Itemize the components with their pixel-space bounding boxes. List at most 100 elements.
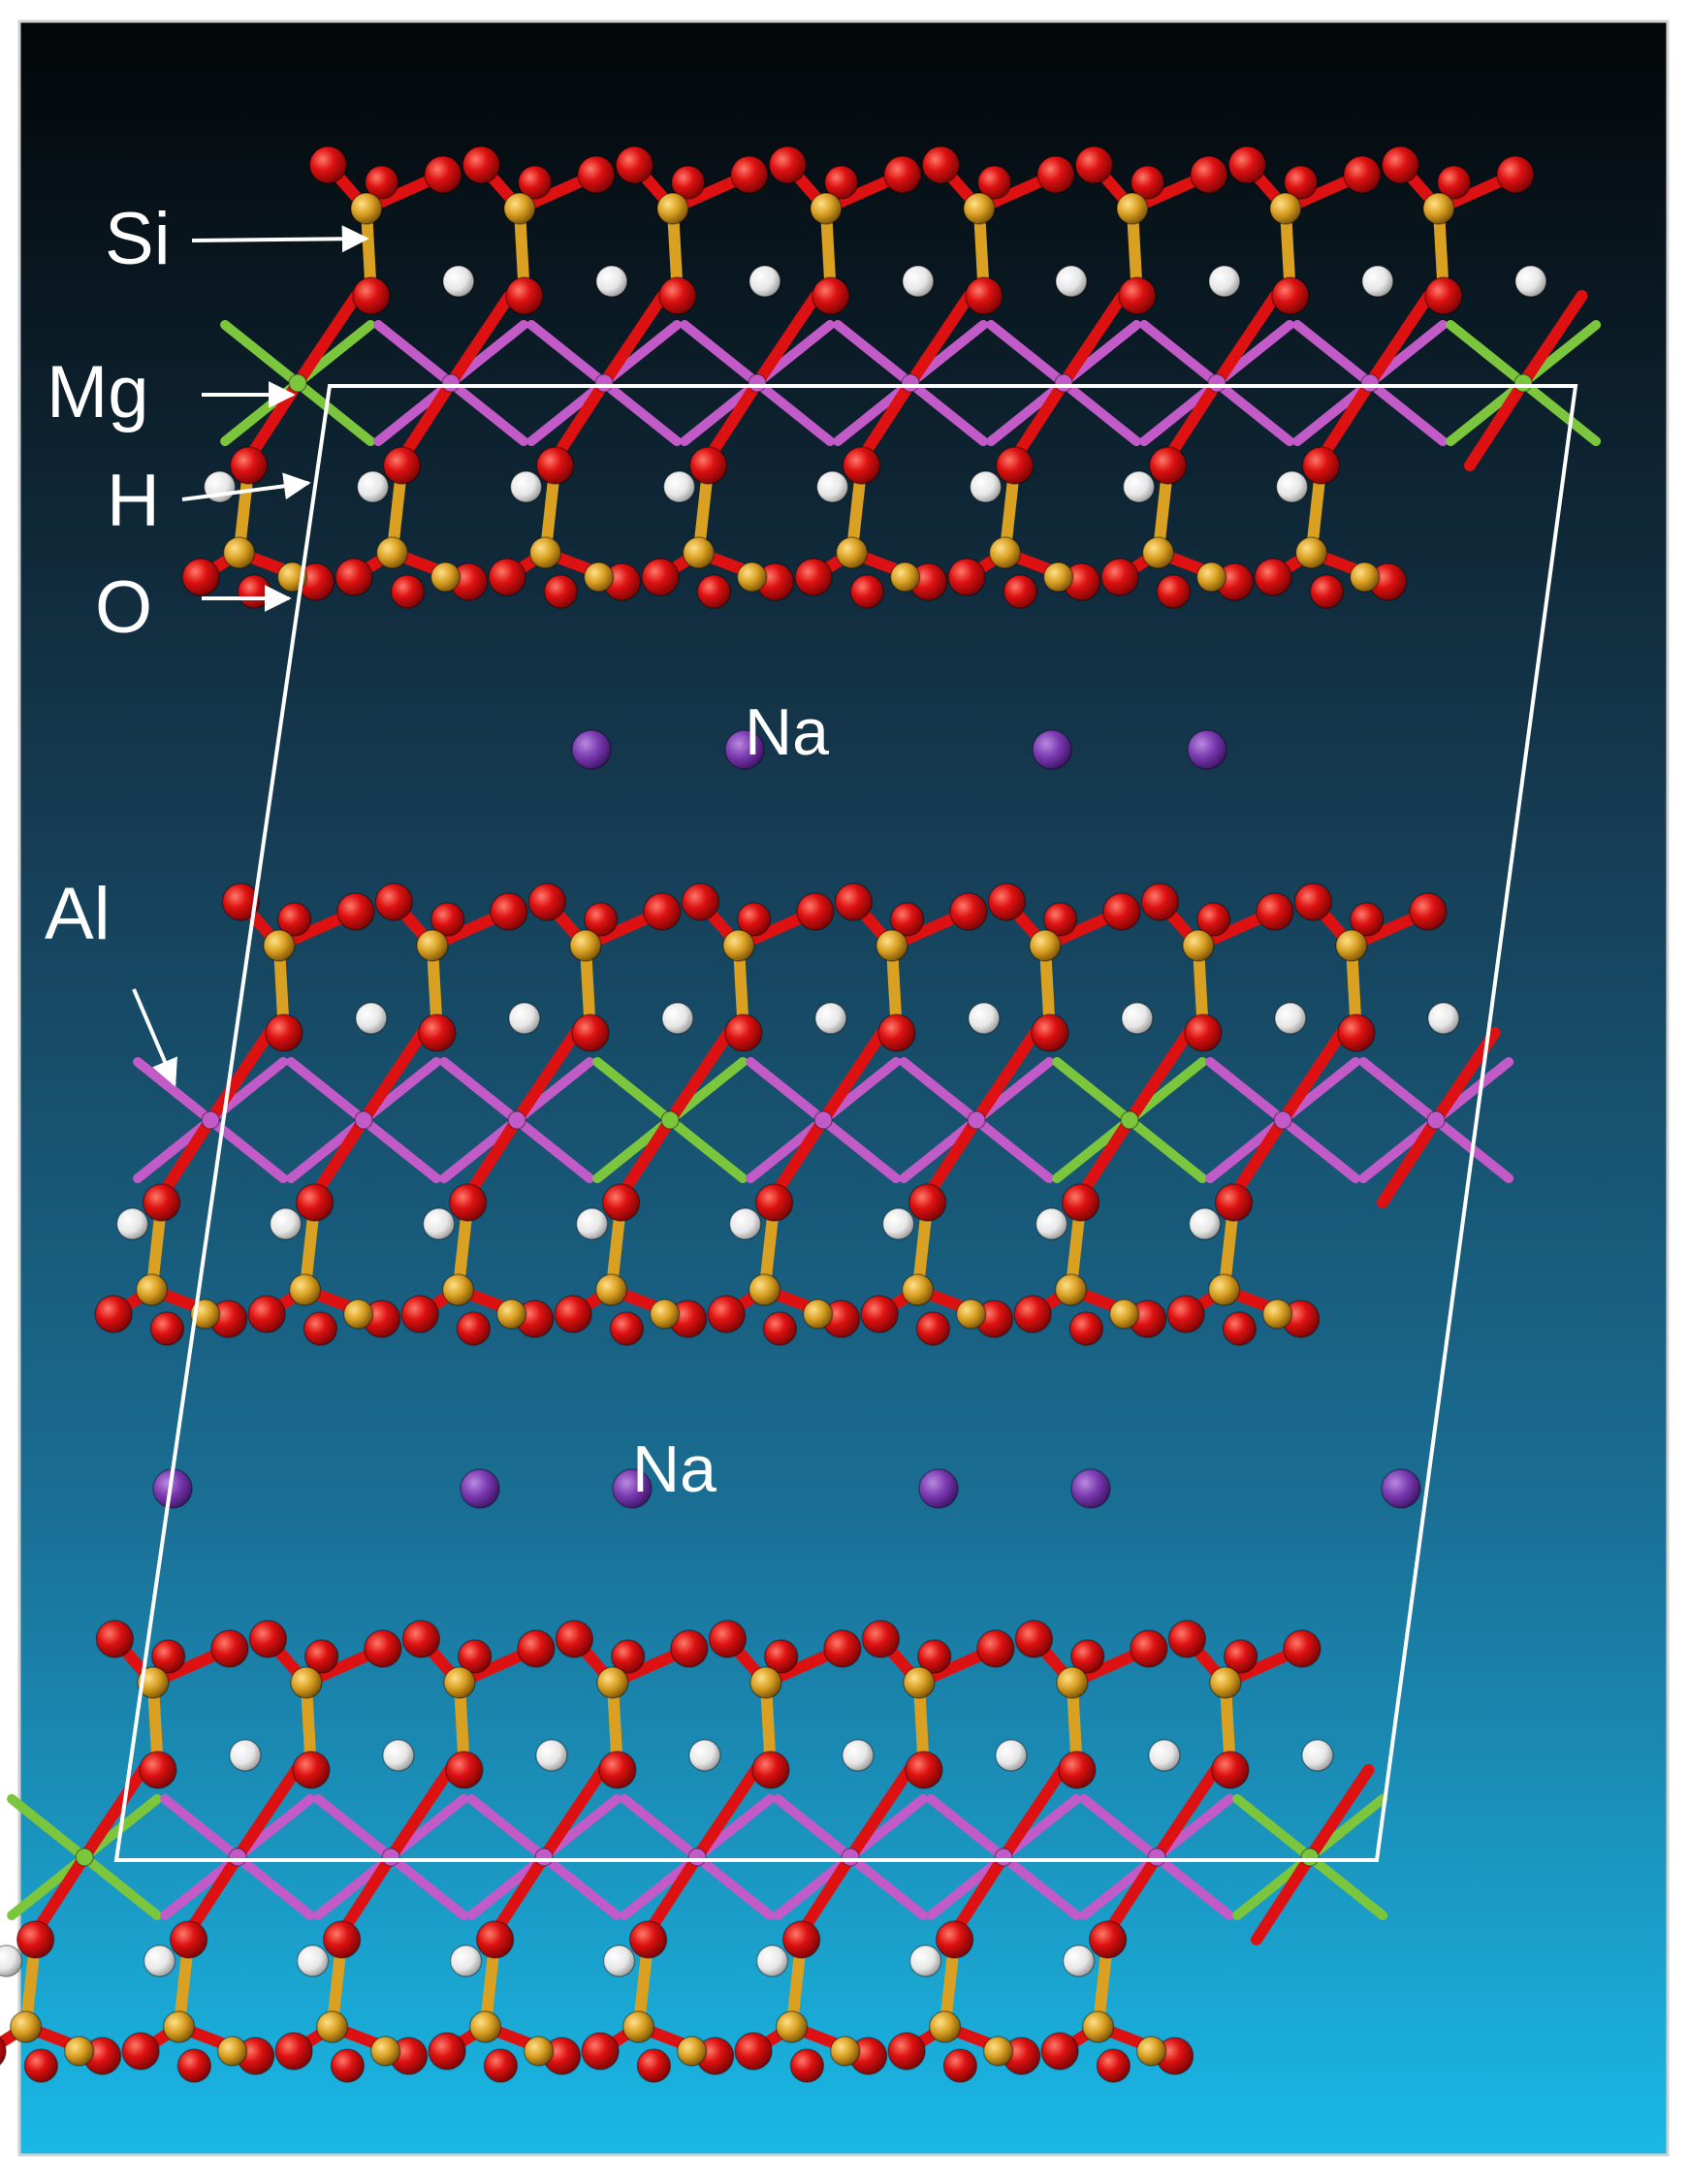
hydrogen-atom: [382, 1739, 415, 1772]
oxygen-atom: [1195, 902, 1231, 937]
oxygen-atom: [1061, 1183, 1100, 1222]
oxygen-atom: [995, 446, 1035, 485]
oxygen-atom: [1036, 155, 1075, 194]
oxygen-atom: [915, 1311, 951, 1346]
hydrogen-atom: [755, 1944, 789, 1977]
hydrogen-atom: [1427, 1002, 1460, 1035]
bond: [773, 1794, 856, 1862]
oxygen-atom: [860, 1295, 899, 1333]
oxygen-atom: [823, 1629, 862, 1668]
oxygen-atom: [303, 1639, 339, 1674]
oxygen-atom: [457, 1639, 493, 1674]
aluminum-atom: [534, 1847, 554, 1867]
oxygen-atom: [149, 1311, 185, 1346]
oxygen-atom: [1031, 1013, 1069, 1052]
bond: [845, 1852, 929, 1920]
hydrogen-atom: [1274, 1002, 1307, 1035]
oxygen-atom: [1058, 1750, 1097, 1789]
hydrogen-atom: [815, 470, 849, 503]
hydrogen-atom: [422, 1207, 456, 1240]
silicon-atom: [594, 1273, 628, 1306]
oxygen-atom: [418, 1013, 457, 1052]
aluminum-atom: [201, 1110, 220, 1130]
oxygen-atom: [517, 1629, 556, 1668]
bond: [1305, 1852, 1388, 1920]
sodium-atom: [571, 729, 612, 770]
aluminum-atom: [748, 373, 767, 393]
silicon-atom: [876, 929, 908, 962]
oxygen-atom: [762, 1311, 798, 1346]
oxygen-atom: [247, 1295, 286, 1333]
hydrogen-atom: [968, 1002, 1001, 1035]
bond: [971, 1027, 1041, 1126]
hydrogen-atom: [969, 470, 1003, 503]
oxygen-atom: [428, 2032, 466, 2071]
hydrogen-atom: [995, 1739, 1028, 1772]
oxygen-atom: [861, 1620, 901, 1658]
oxygen-atom: [543, 574, 579, 609]
silicon-atom: [749, 1666, 782, 1699]
silicon-atom: [835, 536, 869, 569]
bond: [1278, 1115, 1361, 1183]
oxygen-atom: [1042, 902, 1078, 937]
bond: [1232, 1794, 1316, 1862]
bond: [466, 1794, 550, 1862]
bond: [1446, 320, 1529, 388]
oxygen-atom: [0, 2037, 7, 2066]
silicon-atom: [1108, 1299, 1140, 1330]
silicon-atom: [369, 2036, 401, 2067]
oxygen-atom: [916, 1639, 952, 1674]
oxygen-atom: [688, 446, 728, 485]
silicon-atom: [1335, 929, 1368, 962]
oxygen-atom: [336, 892, 375, 931]
oxygen-atom: [1343, 155, 1382, 194]
silicon-atom: [1422, 192, 1455, 225]
silicon-atom: [1042, 562, 1074, 593]
bond: [1125, 1115, 1208, 1183]
hydrogen-atom: [662, 470, 696, 503]
oxygen-atom: [1167, 1620, 1207, 1658]
hydrogen-atom: [1361, 265, 1394, 298]
oxygen-atom: [724, 1013, 763, 1052]
magnesium-atom: [1513, 373, 1533, 393]
oxygen-atom: [176, 2048, 212, 2083]
silicon-atom: [1294, 536, 1328, 569]
arrow-al: [132, 988, 177, 1087]
oxygen-atom: [887, 2032, 926, 2071]
hydrogen-atom: [0, 1944, 23, 1977]
hydrogen-atom: [748, 265, 781, 298]
oxygen-atom: [636, 2048, 672, 2083]
hydrogen-atom: [296, 1944, 330, 1977]
oxygen-atom: [517, 165, 553, 200]
oxygen-atom: [1293, 883, 1333, 921]
bond: [620, 1794, 703, 1862]
oxygen-atom: [681, 883, 720, 921]
bond: [1517, 290, 1588, 389]
oxygen-atom: [877, 1013, 916, 1052]
oxygen-atom: [364, 1629, 402, 1668]
label-na-lower: Na: [632, 1432, 717, 1506]
oxygen-atom: [1256, 892, 1294, 931]
oxygen-atom: [221, 883, 261, 921]
oxygen-atom: [581, 2032, 620, 2071]
oxygen-atom: [1074, 145, 1114, 184]
oxygen-atom: [1014, 1620, 1054, 1658]
silicon-atom: [1195, 562, 1227, 593]
oxygen-atom: [1100, 558, 1139, 596]
bond: [286, 1057, 369, 1125]
bond: [1059, 378, 1142, 446]
sodium-atom: [918, 1468, 959, 1509]
oxygen-atom: [390, 574, 426, 609]
hydrogen-atom: [1055, 265, 1088, 298]
hydrogen-atom: [269, 1207, 303, 1240]
silicon-atom: [955, 1299, 987, 1330]
hydrogen-atom: [688, 1739, 721, 1772]
silicon-atom: [315, 2010, 349, 2043]
silicon-atom: [135, 1273, 169, 1306]
bond: [665, 1115, 748, 1183]
aluminum-atom: [1054, 373, 1073, 393]
oxygen-atom: [352, 276, 391, 315]
hydrogen-atom: [143, 1944, 176, 1977]
oxygen-atom: [812, 276, 850, 315]
bond: [1212, 378, 1295, 446]
